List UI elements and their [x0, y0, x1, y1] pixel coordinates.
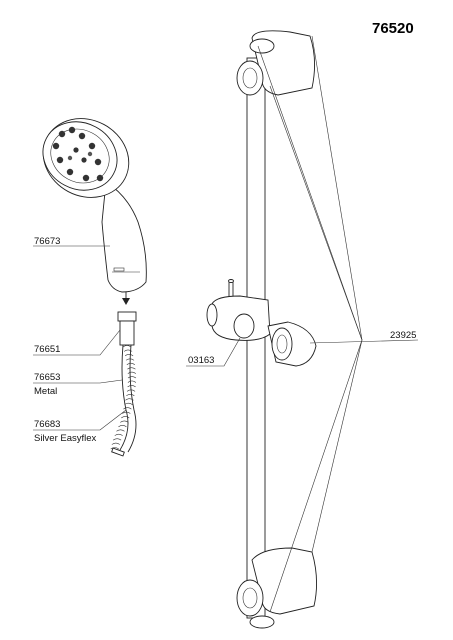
top-cap	[249, 38, 275, 54]
hose-coil	[126, 389, 136, 392]
hose-coil	[127, 380, 137, 383]
leader-76653	[33, 379, 123, 384]
bottom-cap	[249, 615, 275, 629]
spray-nozzles	[52, 126, 104, 182]
hose-coil	[123, 349, 133, 352]
top-bracket-end-inner	[242, 67, 258, 89]
hose-coil	[125, 358, 135, 361]
hose-coil	[123, 407, 132, 410]
leader-76683	[33, 409, 127, 431]
hose-coil	[114, 433, 123, 436]
slider-ring	[233, 313, 255, 339]
leader-23925-b	[311, 35, 363, 341]
leader-23925-e	[269, 339, 363, 613]
hand-shower-handle	[101, 181, 147, 293]
leader-76651	[33, 329, 121, 356]
hose-coil	[111, 442, 121, 445]
part-desc-76653: Metal	[34, 386, 58, 397]
part-code-76653: 76653	[34, 372, 61, 383]
hose-coil	[124, 402, 133, 405]
part-desc-76683: Silver Easyflex	[34, 433, 97, 444]
top-bracket-end	[236, 60, 264, 96]
hose-coils	[110, 345, 137, 450]
hose-coil	[127, 371, 137, 374]
hose-coil	[122, 345, 132, 348]
hose-coil	[127, 385, 136, 388]
hose-nut-bottom	[111, 447, 125, 457]
hose-cone-top	[119, 320, 135, 346]
hose-coil	[126, 362, 136, 365]
holder-cup	[271, 327, 293, 361]
hose-edge-left	[119, 344, 129, 451]
top-wall-bracket	[236, 30, 315, 96]
bottom-bracket-end	[236, 579, 264, 617]
leader-03163	[186, 337, 241, 367]
slider-holder	[206, 279, 317, 367]
shower-head-face	[42, 121, 118, 191]
slider-knob-top	[228, 279, 234, 283]
part-code-03163: 03163	[188, 355, 215, 366]
leader-23925	[309, 339, 419, 344]
hose-coil	[126, 393, 135, 397]
spray-face-ring	[50, 128, 110, 184]
shower-hose	[110, 311, 137, 457]
hose-coil	[110, 447, 119, 450]
part-code-76673: 76673	[34, 236, 61, 247]
hose-coil	[127, 367, 136, 370]
hose-coil	[112, 438, 122, 441]
hose-coil	[121, 416, 130, 419]
part-code-23925: 23925	[390, 330, 417, 341]
bottom-bracket-end-inner	[242, 587, 258, 609]
hose-coil	[125, 398, 134, 401]
handle-logo	[113, 267, 125, 272]
leader-23925-c	[269, 85, 363, 341]
bottom-bracket-body	[251, 547, 317, 615]
diagram-title: 76520	[372, 20, 414, 37]
hose-edge-right	[127, 344, 137, 453]
holder-cup-inner	[276, 334, 288, 354]
hose-coil	[118, 425, 127, 428]
leader-23925-d	[311, 339, 363, 553]
hose-coil	[124, 354, 134, 357]
hose-coil	[127, 376, 137, 379]
bottom-wall-bracket	[236, 547, 317, 629]
hose-coil	[116, 429, 125, 432]
leader-23925-a	[257, 45, 363, 341]
arrow-head-to-hose-tip	[122, 298, 130, 305]
hose-coil	[122, 411, 131, 414]
part-code-76651: 76651	[34, 344, 61, 355]
hand-shower	[42, 118, 147, 305]
leader-lines	[33, 35, 419, 613]
part-code-76683: 76683	[34, 419, 61, 430]
hose-nut-top	[117, 311, 137, 322]
hose-coil	[120, 420, 129, 423]
slider-end	[206, 303, 218, 327]
